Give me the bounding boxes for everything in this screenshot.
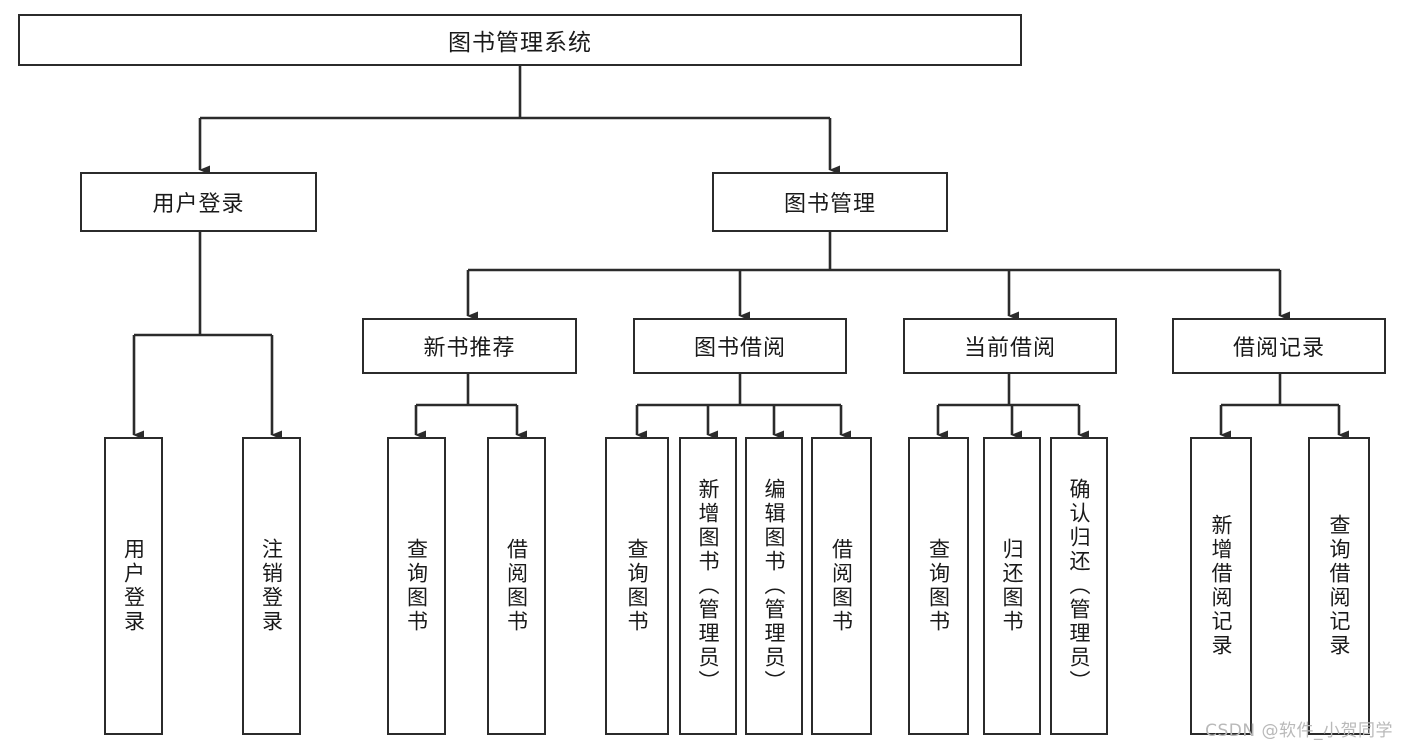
node-label: 新增借阅记录 bbox=[1209, 514, 1234, 658]
node-borrow-record[interactable]: 借阅记录 bbox=[1172, 318, 1386, 374]
node-book-manage[interactable]: 图书管理 bbox=[712, 172, 948, 232]
node-label: 借阅图书 bbox=[829, 538, 854, 634]
node-label: 借阅图书 bbox=[504, 538, 529, 634]
node-user-login[interactable]: 用户登录 bbox=[80, 172, 317, 232]
node-label: 归还图书 bbox=[1000, 538, 1025, 634]
node-new-book-recommend[interactable]: 新书推荐 bbox=[362, 318, 577, 374]
node-leaf-user-logout[interactable]: 注销登录 bbox=[242, 437, 301, 735]
node-label: 图书管理 bbox=[783, 192, 876, 217]
node-label: 查询借阅记录 bbox=[1327, 514, 1352, 658]
node-current-borrow[interactable]: 当前借阅 bbox=[903, 318, 1117, 374]
node-leaf-record-add[interactable]: 新增借阅记录 bbox=[1190, 437, 1252, 735]
node-leaf-user-login[interactable]: 用户登录 bbox=[104, 437, 163, 735]
node-label: 用户登录 bbox=[121, 538, 146, 634]
watermark-text: CSDN @软件_小贺同学 bbox=[1205, 721, 1393, 741]
node-leaf-borrow-query-book[interactable]: 查询图书 bbox=[605, 437, 669, 735]
node-label: 图书借阅 bbox=[693, 336, 786, 361]
node-label: 新增图书（管理员） bbox=[696, 478, 721, 694]
node-label: 查询图书 bbox=[404, 538, 429, 634]
node-leaf-borrow-edit-book-admin[interactable]: 编辑图书（管理员） bbox=[745, 437, 803, 735]
node-leaf-borrow-do-borrow[interactable]: 借阅图书 bbox=[811, 437, 872, 735]
node-label: 查询图书 bbox=[926, 538, 951, 634]
node-leaf-borrow-add-book-admin[interactable]: 新增图书（管理员） bbox=[679, 437, 737, 735]
node-leaf-current-query-book[interactable]: 查询图书 bbox=[908, 437, 969, 735]
node-root-system[interactable]: 图书管理系统 bbox=[18, 14, 1022, 66]
node-label: 借阅记录 bbox=[1232, 336, 1325, 361]
node-label: 确认归还（管理员） bbox=[1067, 478, 1092, 694]
node-label: 查询图书 bbox=[625, 538, 650, 634]
node-label: 当前借阅 bbox=[963, 336, 1056, 361]
node-leaf-current-confirm-return-admin[interactable]: 确认归还（管理员） bbox=[1050, 437, 1108, 735]
node-label: 新书推荐 bbox=[423, 336, 516, 361]
node-label: 图书管理系统 bbox=[448, 30, 592, 56]
node-leaf-record-query[interactable]: 查询借阅记录 bbox=[1308, 437, 1370, 735]
node-label: 用户登录 bbox=[152, 192, 245, 217]
node-label: 注销登录 bbox=[259, 538, 284, 634]
node-leaf-rec-borrow-book[interactable]: 借阅图书 bbox=[487, 437, 546, 735]
node-label: 编辑图书（管理员） bbox=[762, 478, 787, 694]
node-book-borrow[interactable]: 图书借阅 bbox=[633, 318, 847, 374]
node-leaf-rec-query-book[interactable]: 查询图书 bbox=[387, 437, 446, 735]
node-leaf-current-return-book[interactable]: 归还图书 bbox=[983, 437, 1041, 735]
